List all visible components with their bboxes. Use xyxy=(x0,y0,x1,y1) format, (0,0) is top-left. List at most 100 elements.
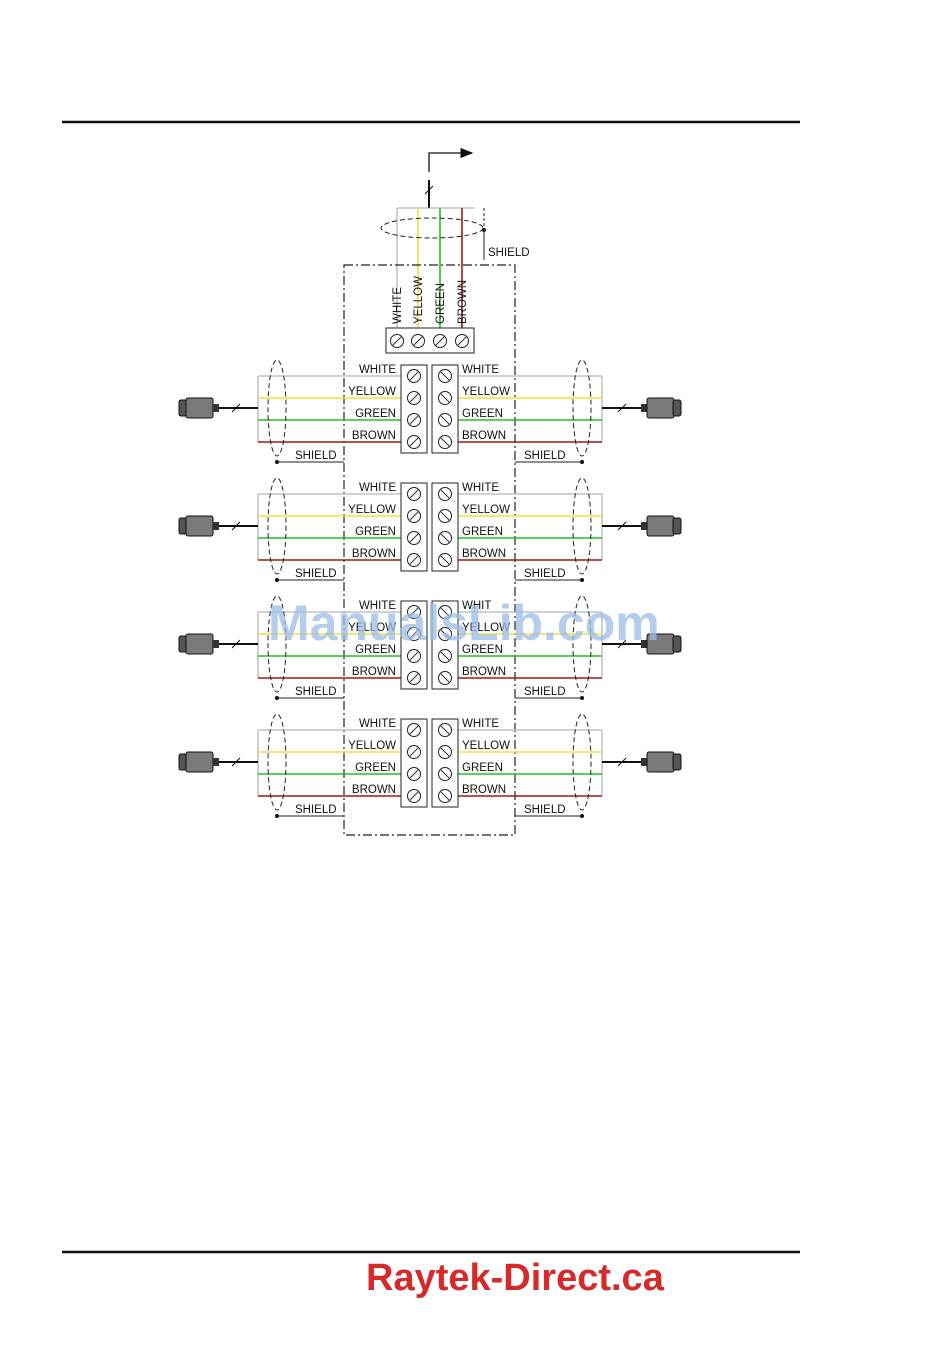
output-cable-tick xyxy=(424,185,434,195)
right-wire-label: BROWN xyxy=(462,666,506,678)
right-sensor-icon-body xyxy=(646,515,675,537)
right-cable-tick xyxy=(617,521,627,531)
right-wire-label: BROWN xyxy=(462,548,506,560)
right-terminal-screw-icon xyxy=(438,413,452,427)
right-terminal-screw-icon xyxy=(438,767,452,781)
right-shield-ellipse xyxy=(572,477,592,575)
right-shield-ellipse xyxy=(572,595,592,693)
right-shield-label: SHIELD xyxy=(524,804,566,816)
right-terminal-screw-icon xyxy=(438,509,452,523)
right-terminal-screw-icon xyxy=(438,553,452,567)
left-wire-label: WHITE xyxy=(359,718,396,730)
left-shield-ellipse xyxy=(267,477,287,575)
right-wire-label: GREEN xyxy=(462,408,503,420)
left-cable-tick xyxy=(231,403,241,413)
top-terminal-block xyxy=(385,327,475,354)
top-label-yellow: YELLOW xyxy=(413,276,425,324)
left-terminal-screw-icon xyxy=(407,509,421,523)
left-wire-label: GREEN xyxy=(355,762,396,774)
right-terminal-screw-icon xyxy=(438,391,452,405)
left-shield-label: SHIELD xyxy=(295,804,337,816)
left-terminal-screw-icon xyxy=(407,767,421,781)
left-wire-label: GREEN xyxy=(355,408,396,420)
top-shield-ellipse xyxy=(380,217,484,239)
right-wire-label: GREEN xyxy=(462,644,503,656)
left-terminal-screw-icon xyxy=(407,369,421,383)
top-label-green: GREEN xyxy=(435,283,447,324)
top-wires xyxy=(396,208,463,328)
left-wire-label: YELLOW xyxy=(348,622,396,634)
left-wire-label: BROWN xyxy=(352,784,396,796)
right-wire-label: BROWN xyxy=(462,430,506,442)
right-shield-ellipse xyxy=(572,359,592,457)
right-wire-label: GREEN xyxy=(462,762,503,774)
left-sensor-icon-body xyxy=(185,751,214,773)
top-label-white: WHITE xyxy=(392,287,404,324)
right-terminal-screw-icon xyxy=(438,671,452,685)
right-sensor-icon-body xyxy=(646,397,675,419)
left-shield-label: SHIELD xyxy=(295,686,337,698)
right-terminal-screw-icon xyxy=(438,369,452,383)
left-wire-label: YELLOW xyxy=(348,740,396,752)
right-terminal-screw-icon xyxy=(438,435,452,449)
left-wire-label: GREEN xyxy=(355,526,396,538)
left-wire-label: BROWN xyxy=(352,666,396,678)
right-terminal-screw-icon xyxy=(438,789,452,803)
left-wire-label: WHITE xyxy=(359,600,396,612)
left-wire-label: BROWN xyxy=(352,548,396,560)
footer-brand: Raytek-Direct.ca xyxy=(366,1257,665,1299)
left-wire-label: YELLOW xyxy=(348,504,396,516)
right-sensor-icon-tip xyxy=(672,517,682,535)
right-wire-label: YELLOW xyxy=(462,504,510,516)
left-wire-label: BROWN xyxy=(352,430,396,442)
left-sensor-icon-body xyxy=(185,633,214,655)
right-terminal-screw-icon xyxy=(438,531,452,545)
right-sensor-icon-neck xyxy=(641,522,647,530)
left-terminal-screw-icon xyxy=(407,553,421,567)
left-shield-label: SHIELD xyxy=(295,568,337,580)
left-wire-label: YELLOW xyxy=(348,386,396,398)
left-terminal-screw-icon xyxy=(407,649,421,663)
right-sensor-icon-neck xyxy=(641,404,647,412)
left-wire-label: WHITE xyxy=(359,482,396,494)
right-wire-label: YELLOW xyxy=(462,622,510,634)
left-cable-tick xyxy=(231,639,241,649)
right-sensor-icon-tip xyxy=(672,635,682,653)
left-shield-ellipse xyxy=(267,713,287,811)
right-terminal-screw-icon xyxy=(438,745,452,759)
left-sensor-icon-neck xyxy=(213,404,219,412)
left-shield-ellipse xyxy=(267,359,287,457)
right-sensor-icon xyxy=(641,397,682,419)
sensor-groups: SHIELD SHIELD WHITE WHITE YELLOW YELLOW GREEN G… xyxy=(178,359,682,818)
right-wire-label: YELLOW xyxy=(462,386,510,398)
right-sensor-icon-neck xyxy=(641,758,647,766)
enclosure-boundary xyxy=(343,264,516,836)
right-wire-label: BROWN xyxy=(462,784,506,796)
left-sensor-icon-body xyxy=(185,515,214,537)
left-sensor-icon-neck xyxy=(213,640,219,648)
left-sensor-icon xyxy=(178,633,219,655)
right-cable-tick xyxy=(617,757,627,767)
right-terminal-screw-icon xyxy=(438,723,452,737)
left-terminal-screw-icon xyxy=(407,723,421,737)
left-terminal-screw-icon xyxy=(407,789,421,803)
right-sensor-icon-tip xyxy=(672,753,682,771)
watermark: ManualsLib.com xyxy=(268,595,660,651)
output-arrow-icon xyxy=(428,147,474,172)
left-sensor-icon-neck xyxy=(213,758,219,766)
left-terminal-screw-icon xyxy=(407,745,421,759)
right-terminal-screw-icon xyxy=(438,649,452,663)
left-terminal-screw-icon xyxy=(407,413,421,427)
left-cable-tick xyxy=(231,521,241,531)
right-shield-ellipse xyxy=(572,713,592,811)
right-wire-label: WHITE xyxy=(462,718,499,730)
right-wire-label: WHITE xyxy=(462,364,499,376)
left-sensor-icon xyxy=(178,751,219,773)
left-terminal-screw-icon xyxy=(407,391,421,405)
left-terminal-screw-icon xyxy=(407,435,421,449)
top-label-brown: BROWN xyxy=(457,280,469,324)
left-shield-ellipse xyxy=(267,595,287,693)
